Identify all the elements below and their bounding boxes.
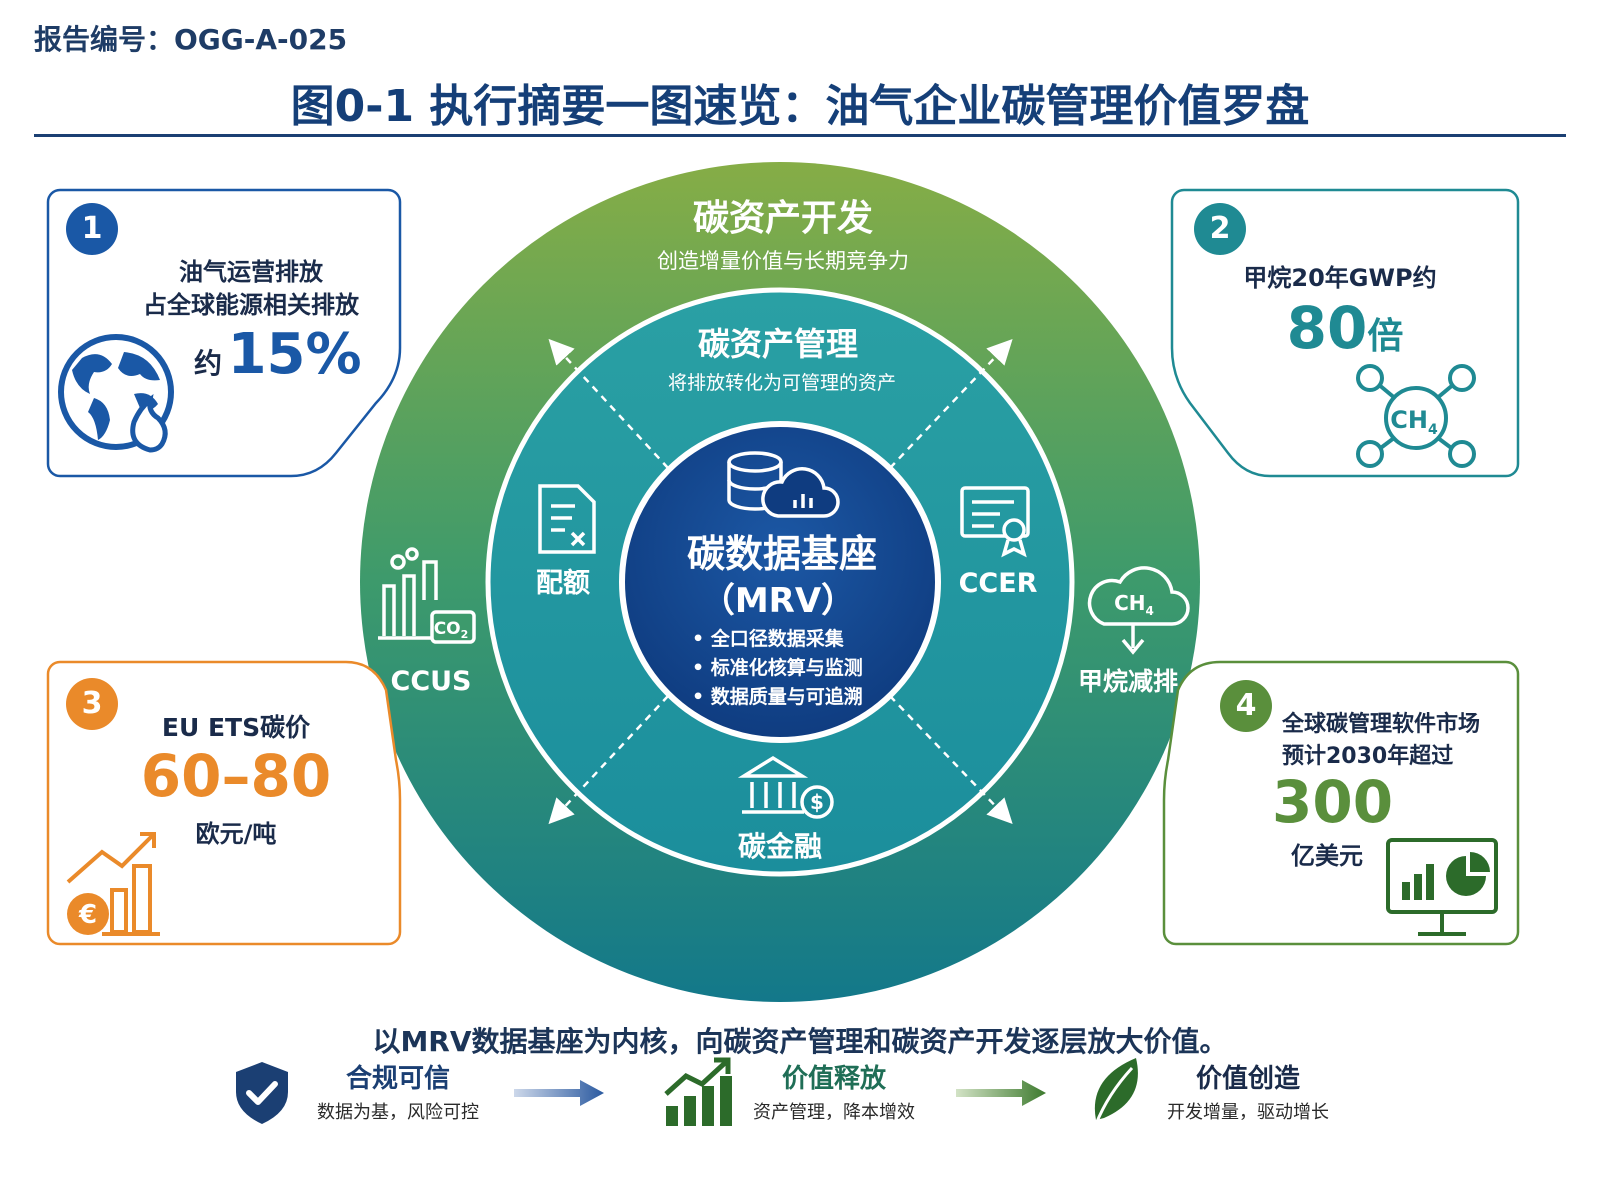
card-2-value: 80 <box>1286 294 1368 362</box>
card-methane-gwp: 2 甲烷20年GWP约 80倍 CH4 <box>1170 188 1520 478</box>
certificate-icon <box>960 486 1030 558</box>
monitor-chart-icon <box>1386 838 1498 936</box>
molecule-subscript: 4 <box>1428 422 1438 438</box>
card-1-value: 15% <box>227 322 362 387</box>
flow-1-title: 合规可信 <box>345 1064 450 1094</box>
globe-flame-icon <box>58 334 174 453</box>
arrow-sw <box>548 695 669 825</box>
card-4-line1: 全球碳管理软件市场 <box>1282 712 1481 737</box>
database-cloud-icon <box>727 451 840 518</box>
summary-caption: 以MRV数据基座为内核，向碳资产管理和碳资产开发逐层放大价值。 <box>372 1025 1228 1058</box>
core-bullet-2: • 标准化核算与监测 <box>692 656 863 679</box>
euro-chart-icon: € <box>66 832 160 936</box>
arrow-nw <box>548 338 669 469</box>
card-4-value: 300 <box>1272 768 1394 836</box>
card-3-value: 60–80 <box>140 742 332 810</box>
bank-icon: $ <box>737 755 834 819</box>
card-1-line2: 占全球能源相关排放 <box>143 291 359 319</box>
middle-subtitle: 将排放转化为可管理的资产 <box>668 372 896 394</box>
core-title: 碳数据基座 <box>687 532 877 576</box>
report-id: 报告编号：OGG-A-025 <box>34 23 348 56</box>
arrow-se <box>889 695 1013 825</box>
ccus-label: CCUS <box>391 666 472 697</box>
page-title: 图0-1 执行摘要一图速览：油气企业碳管理价值罗盘 <box>290 81 1310 132</box>
card-2-line1: 甲烷20年GWP约 <box>1243 264 1437 292</box>
card-3-unit: 欧元/吨 <box>195 820 277 848</box>
card-eu-ets: 3 EU ETS碳价 60–80 欧元/吨 € <box>46 660 402 946</box>
methane-ch-text: CH <box>1114 591 1145 615</box>
finance-label: 碳金融 <box>738 830 822 863</box>
card-2-suffix: 倍 <box>1367 316 1404 357</box>
methane-molecule-icon: CH4 <box>1356 364 1476 468</box>
factory-co2-icon: CO2 <box>378 547 476 644</box>
card-4-number: 4 <box>1220 680 1272 732</box>
flow-3-subtitle: 开发增量，驱动增长 <box>1167 1102 1329 1123</box>
flow-2-subtitle: 资产管理，降本增效 <box>753 1102 915 1123</box>
core-circle <box>619 421 941 743</box>
card-4-unit: 亿美元 <box>1291 842 1363 870</box>
growth-chart-icon <box>664 1057 732 1126</box>
arrow-ne <box>889 338 1013 469</box>
leaf-icon <box>1094 1058 1138 1125</box>
outer-subtitle: 创造增量价值与长期竞争力 <box>657 249 909 273</box>
middle-title: 碳资产管理 <box>698 325 858 363</box>
flow-3-title: 价值创造 <box>1195 1064 1300 1094</box>
methane-cloud-icon: CH4 <box>1087 566 1190 655</box>
quota-label: 配额 <box>536 568 590 599</box>
svg-text:CH4: CH4 <box>1114 591 1154 618</box>
shield-check-icon <box>236 1062 288 1124</box>
core-bullet-3: • 数据质量与可追溯 <box>692 685 863 708</box>
title-divider <box>34 134 1566 137</box>
card-software-market: 4 全球碳管理软件市场 预计2030年超过 300 亿美元 <box>1162 660 1520 946</box>
svg-text:$: $ <box>810 790 824 814</box>
arrow-right-icon <box>514 1080 604 1106</box>
molecule-text: CH <box>1390 406 1428 434</box>
value-flow: 合规可信 数据为基，风险可控 价值释放 资产管理，降本增效 价值创造 开发增量，… <box>0 1050 1600 1180</box>
flow-2-title: 价值释放 <box>781 1064 886 1094</box>
methane-ch-subscript: 4 <box>1146 604 1154 618</box>
card-emissions: 1 油气运营排放 占全球能源相关排放 约 15% <box>46 188 402 478</box>
arrow-right-icon <box>956 1080 1046 1106</box>
card-2-number: 2 <box>1194 203 1246 255</box>
flow-1-subtitle: 数据为基，风险可控 <box>317 1102 479 1123</box>
methane-label: 甲烷减排 <box>1078 667 1178 696</box>
card-1-prefix: 约 <box>194 347 223 380</box>
ccer-label: CCER <box>959 568 1038 599</box>
svg-text:CO2: CO2 <box>434 619 469 641</box>
euro-symbol: € <box>78 900 97 930</box>
core-mrv: （MRV） <box>701 581 855 621</box>
card-1-line1: 油气运营排放 <box>179 258 323 286</box>
co2-subscript: 2 <box>461 628 469 641</box>
svg-text:CH4: CH4 <box>1390 406 1438 438</box>
card-3-number: 3 <box>66 678 118 730</box>
card-3-line1: EU ETS碳价 <box>161 713 311 742</box>
core-bullet-1: • 全口径数据采集 <box>692 627 845 650</box>
card-1-number: 1 <box>66 203 118 255</box>
outer-title: 碳资产开发 <box>693 198 873 239</box>
co2-text: CO <box>434 619 461 639</box>
card-4-line2: 预计2030年超过 <box>1282 744 1454 769</box>
quota-document-icon <box>538 484 596 554</box>
